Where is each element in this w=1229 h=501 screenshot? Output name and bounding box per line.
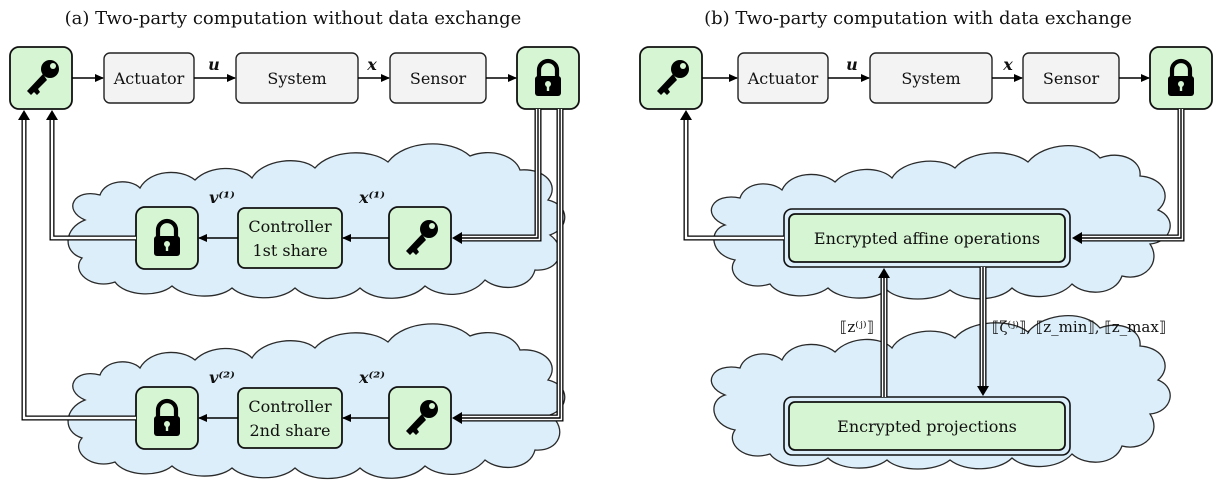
- return-link-share1: [46, 110, 136, 241]
- panel-b-title: (b) Two-party computation with data exch…: [704, 8, 1132, 29]
- lock-box-b-top: [1149, 46, 1213, 110]
- lock-box-share1: [135, 206, 199, 270]
- v2-label: v⁽²⁾: [209, 368, 235, 387]
- controller-share1-line2: 1st share: [252, 241, 327, 260]
- key-box-a-top: [9, 46, 73, 110]
- lock-box-share2: [135, 386, 199, 450]
- key-box-share1: [388, 206, 452, 270]
- key-box-b-top: [639, 46, 703, 110]
- controller-share2-line1: Controller: [248, 397, 332, 416]
- x-label: x: [1002, 55, 1013, 74]
- actuator-box-a: Actuator: [103, 52, 195, 104]
- u-label: u: [208, 55, 220, 74]
- actuator-label: Actuator: [747, 69, 819, 88]
- z-label: ⟦z⁽ʲ⁾⟧: [840, 318, 874, 336]
- x1-label: x⁽¹⁾: [358, 188, 385, 207]
- affine-label: Encrypted affine operations: [814, 229, 1040, 248]
- system-box-b: System: [869, 52, 993, 104]
- return-link-affine: [680, 110, 784, 241]
- panel-a-title: (a) Two-party computation without data e…: [65, 8, 522, 29]
- controller-share2-line2: 2nd share: [250, 421, 331, 440]
- system-label: System: [267, 69, 326, 88]
- sensor-label: Sensor: [1043, 69, 1100, 88]
- controller-share1-box: Controller 1st share: [237, 207, 343, 269]
- encrypted-affine-box: Encrypted affine operations: [783, 208, 1071, 268]
- encrypted-projections-box: Encrypted projections: [783, 396, 1071, 456]
- controller-share2-box: Controller 2nd share: [237, 387, 343, 449]
- sensor-box-a: Sensor: [389, 52, 487, 104]
- actuator-label: Actuator: [113, 69, 185, 88]
- controller-share1-line1: Controller: [248, 217, 332, 236]
- v1-label: v⁽¹⁾: [209, 188, 235, 207]
- key-box-share2: [388, 386, 452, 450]
- lock-box-a-top: [516, 46, 580, 110]
- x-label: x: [366, 55, 377, 74]
- encrypted-link-share2: [452, 109, 564, 424]
- u-label: u: [846, 55, 858, 74]
- zeta-label: ⟦ζ⁽ʲ⁾⟧, ⟦z_min⟧, ⟦z_max⟧: [992, 318, 1166, 336]
- system-label: System: [901, 69, 960, 88]
- encrypted-link-share1: [452, 109, 542, 244]
- sensor-label: Sensor: [410, 69, 467, 88]
- sensor-box-b: Sensor: [1022, 52, 1120, 104]
- link-projections-to-affine: [878, 268, 890, 397]
- projections-label: Encrypted projections: [837, 417, 1017, 436]
- x2-label: x⁽²⁾: [358, 368, 385, 387]
- return-link-share2: [18, 110, 136, 421]
- link-affine-to-projections: [977, 267, 989, 396]
- system-box-a: System: [235, 52, 359, 104]
- actuator-box-b: Actuator: [737, 52, 829, 104]
- encrypted-link-affine: [1072, 109, 1185, 244]
